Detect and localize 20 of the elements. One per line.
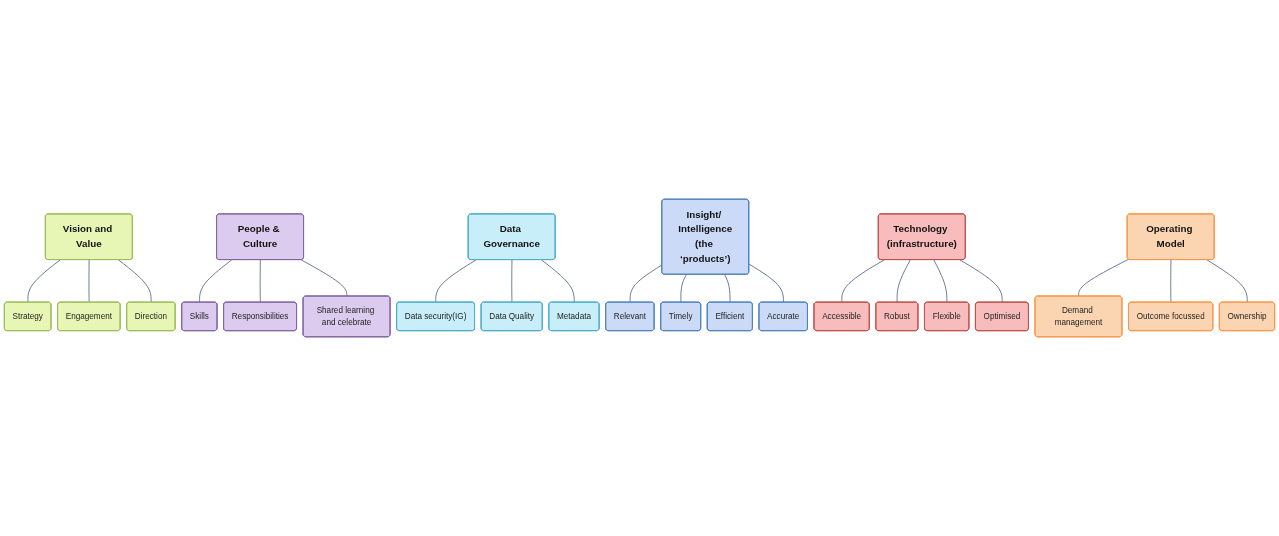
connector: [629, 264, 663, 303]
connector: [259, 259, 261, 303]
connector: [435, 259, 477, 303]
connector: [511, 259, 513, 303]
connector: [88, 259, 90, 303]
connector: [118, 259, 152, 303]
connector: [540, 259, 575, 303]
connector: [1078, 258, 1129, 297]
connector: [748, 263, 784, 303]
connector: [1170, 259, 1172, 303]
connector: [896, 259, 911, 303]
connector: [959, 259, 1003, 303]
connector: [724, 274, 731, 303]
connector: [199, 259, 233, 303]
connector: [841, 259, 885, 303]
connector: [933, 259, 948, 303]
connector: [300, 259, 348, 297]
connector: [680, 274, 687, 303]
connector: [27, 259, 61, 303]
connector: [1206, 259, 1248, 303]
